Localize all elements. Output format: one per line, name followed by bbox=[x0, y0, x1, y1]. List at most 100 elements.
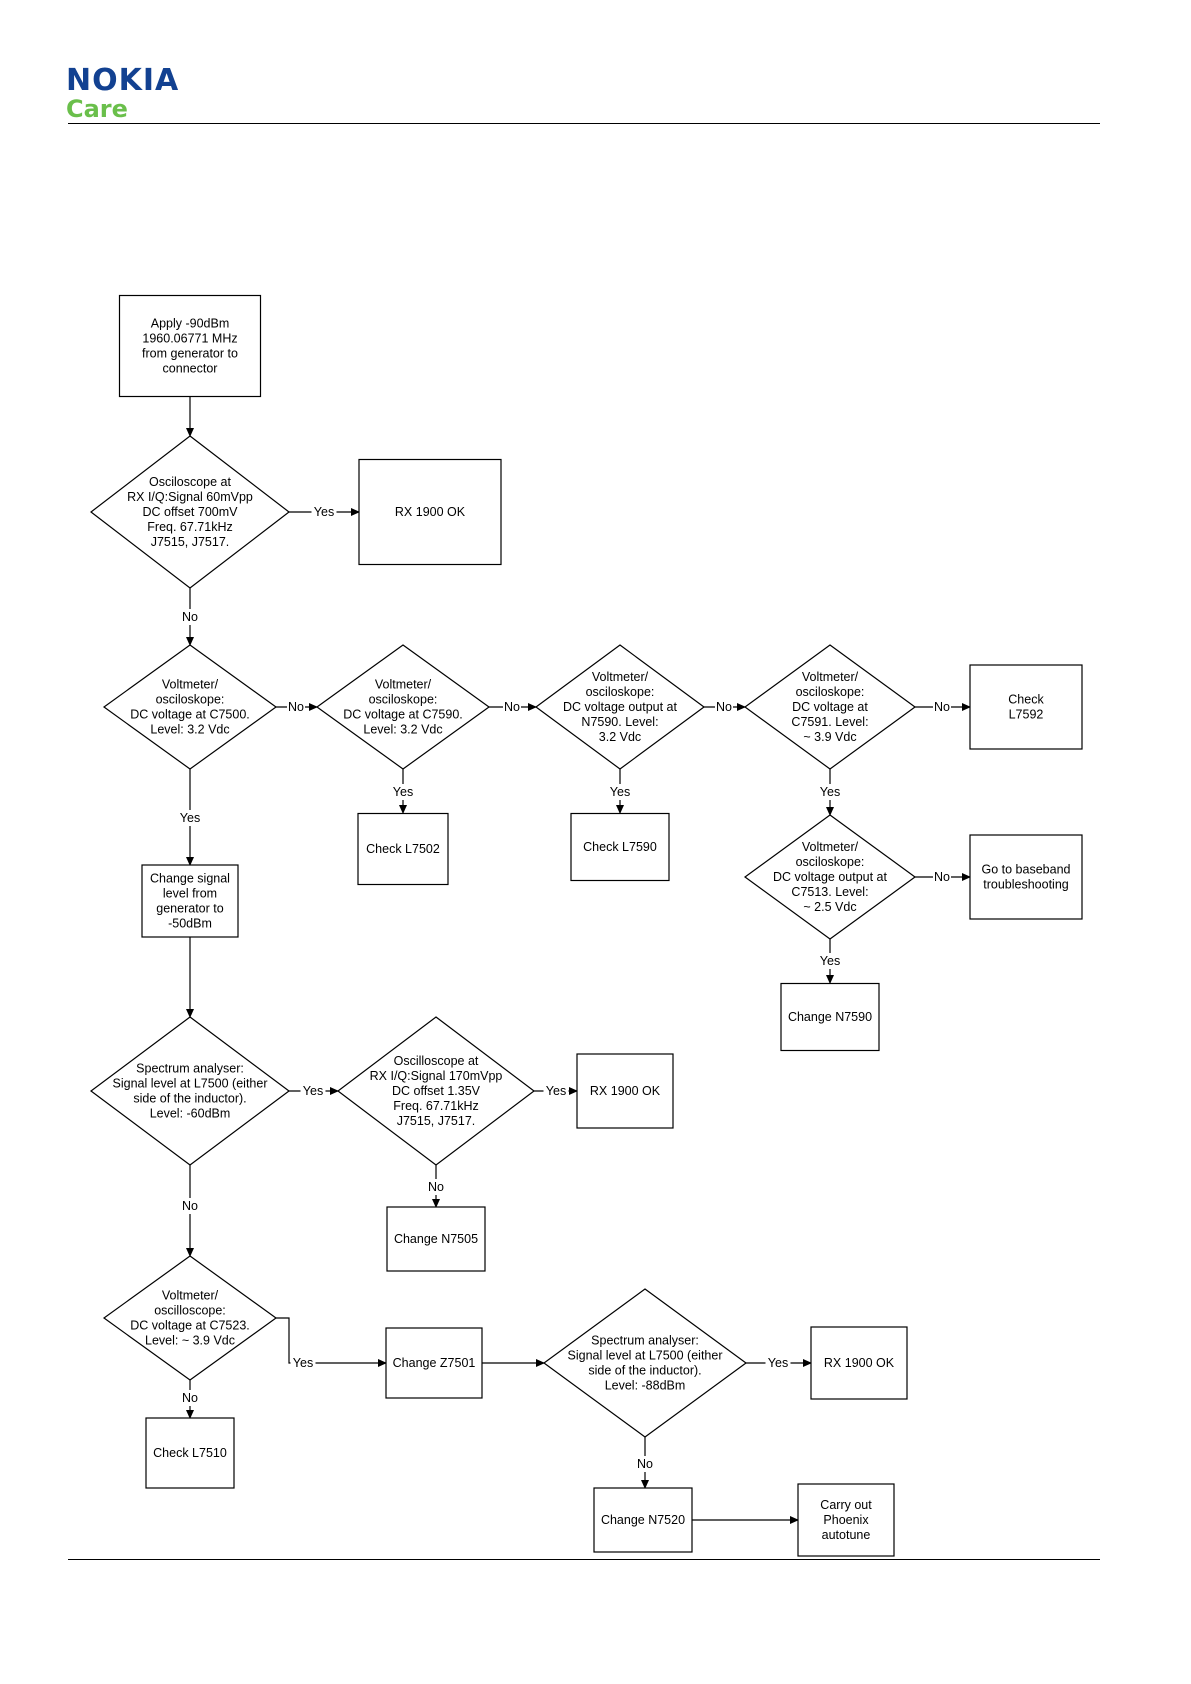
decision-node-d4: Voltmeter/osciloskope:DC voltage output … bbox=[534, 644, 706, 770]
node-text-line: Check L7510 bbox=[153, 1446, 227, 1460]
node-text-line: osciloskope: bbox=[796, 685, 865, 699]
brand-name: NOKIA bbox=[66, 63, 180, 98]
decision-node-d10: Spectrum analyser:Signal level at L7500 … bbox=[542, 1288, 748, 1438]
decision-diamond bbox=[534, 644, 706, 770]
flow-connector-d5-b1: No bbox=[915, 699, 971, 715]
node-text-line: DC voltage at bbox=[792, 700, 868, 714]
node-text-line: C7513. Level: bbox=[791, 885, 868, 899]
flow-connector-d9-b9: No bbox=[181, 1380, 199, 1419]
connector-label: No bbox=[182, 1199, 198, 1213]
flow-connector-d2-d3: No bbox=[276, 699, 318, 715]
connector-label-bg bbox=[390, 784, 416, 800]
brand-sub: Care bbox=[66, 95, 128, 123]
node-text-line: level from bbox=[163, 887, 217, 901]
connector-label-bg bbox=[933, 699, 951, 715]
connector-label: No bbox=[428, 1180, 444, 1194]
node-text-line: Spectrum analyser: bbox=[591, 1334, 699, 1348]
connector-label: Yes bbox=[393, 785, 413, 799]
node-text-line: Voltmeter/ bbox=[802, 670, 859, 684]
node-text-line: RX I/Q:Signal 170mVpp bbox=[370, 1069, 503, 1083]
node-text-line: Level: 3.2 Vdc bbox=[363, 723, 442, 737]
flow-connector-d10-b10: No bbox=[636, 1437, 654, 1489]
connector-label-bg bbox=[177, 810, 203, 826]
node-text-line: Signal level at L7500 (either bbox=[568, 1349, 723, 1363]
flow-connector-d8-ok2: Yes bbox=[534, 1083, 578, 1099]
connector-arrow bbox=[276, 1317, 387, 1367]
connector-label: Yes bbox=[820, 954, 840, 968]
decision-node-d6: Voltmeter/osciloskope:DC voltage output … bbox=[743, 814, 917, 940]
connector-label-bg bbox=[817, 953, 843, 969]
flow-connector-d10-ok3: Yes bbox=[746, 1355, 812, 1371]
node-text-line: osciloskope: bbox=[369, 693, 438, 707]
node-text-line: DC voltage at C7500. bbox=[130, 708, 250, 722]
process-box bbox=[386, 1206, 486, 1272]
flow-connector-d3-d4: No bbox=[489, 699, 537, 715]
flow-connector-d6-b5: Yes bbox=[817, 939, 843, 984]
connector-label-bg bbox=[427, 1179, 445, 1195]
decision-diamond bbox=[102, 1255, 278, 1381]
node-text-line: side of the inductor). bbox=[588, 1364, 701, 1378]
connector-label: Yes bbox=[768, 1356, 788, 1370]
node-text-line: oscilloscope: bbox=[154, 1304, 226, 1318]
flow-connector-d5-d6: Yes bbox=[817, 769, 843, 816]
process-box bbox=[358, 458, 502, 566]
process-box bbox=[145, 1417, 235, 1489]
node-text-line: Spectrum analyser: bbox=[136, 1062, 244, 1076]
node-text-line: from generator to bbox=[142, 347, 238, 361]
decision-diamond bbox=[337, 1016, 535, 1166]
connector-label: No bbox=[182, 610, 198, 624]
decision-diamond bbox=[542, 1288, 748, 1438]
connector-label: No bbox=[934, 870, 950, 884]
node-text-line: Check bbox=[1008, 693, 1044, 707]
node-text-line: 1960.06771 MHz bbox=[142, 332, 237, 346]
node-text-line: Change N7590 bbox=[788, 1010, 872, 1024]
process-node-b10: Change N7520 bbox=[593, 1487, 693, 1553]
process-box bbox=[797, 1483, 895, 1557]
connector-label: Yes bbox=[314, 505, 334, 519]
node-text-line: osciloskope: bbox=[796, 855, 865, 869]
connector-label: Yes bbox=[546, 1084, 566, 1098]
flow-connector-d4-b3: Yes bbox=[607, 769, 633, 814]
node-text-line: RX 1900 OK bbox=[590, 1084, 661, 1098]
connector-label-bg bbox=[503, 699, 521, 715]
node-text-line: Carry out bbox=[820, 1498, 872, 1512]
decision-node-d7: Spectrum analyser:Signal level at L7500 … bbox=[89, 1016, 291, 1166]
connector-label-bg bbox=[933, 869, 951, 885]
node-text-line: Level: -88dBm bbox=[605, 1379, 686, 1393]
process-box bbox=[969, 664, 1083, 750]
decision-node-d2: Voltmeter/osciloskope:DC voltage at C750… bbox=[102, 644, 278, 770]
flow-connector-d2-b6: Yes bbox=[177, 769, 203, 866]
flow-connector-d3-b2: Yes bbox=[390, 769, 416, 814]
node-text-line: RX 1900 OK bbox=[395, 505, 466, 519]
flow-connector-d1-d2: No bbox=[181, 588, 199, 646]
header-rule bbox=[68, 123, 1100, 124]
node-text-line: Voltmeter/ bbox=[592, 670, 649, 684]
node-text-line: Voltmeter/ bbox=[162, 678, 219, 692]
connector-label: No bbox=[716, 700, 732, 714]
process-node-ok2: RX 1900 OK bbox=[576, 1053, 674, 1129]
flow-connector-d9-b8: Yes bbox=[276, 1317, 387, 1371]
node-text-line: osciloskope: bbox=[586, 685, 655, 699]
connector-label-bg bbox=[290, 1355, 316, 1371]
connector-label-bg bbox=[181, 609, 199, 625]
process-box bbox=[780, 982, 880, 1052]
node-text-line: Osciloscope at bbox=[149, 475, 232, 489]
node-text-line: Voltmeter/ bbox=[162, 1289, 219, 1303]
process-node-b7: Change N7505 bbox=[386, 1206, 486, 1272]
node-text-line: RX I/Q:Signal 60mVpp bbox=[127, 490, 253, 504]
process-box bbox=[576, 1053, 674, 1129]
node-text-line: generator to bbox=[156, 902, 223, 916]
connector-label: Yes bbox=[610, 785, 630, 799]
node-text-line: Change Z7501 bbox=[393, 1356, 476, 1370]
connector-label: Yes bbox=[303, 1084, 323, 1098]
node-text-line: Level: 3.2 Vdc bbox=[150, 723, 229, 737]
connector-label-bg bbox=[636, 1456, 654, 1472]
process-node-b9: Check L7510 bbox=[145, 1417, 235, 1489]
connector-label-bg bbox=[715, 699, 733, 715]
node-text-line: Apply -90dBm bbox=[151, 317, 230, 331]
node-text-line: Level: ~ 3.9 Vdc bbox=[145, 1334, 235, 1348]
